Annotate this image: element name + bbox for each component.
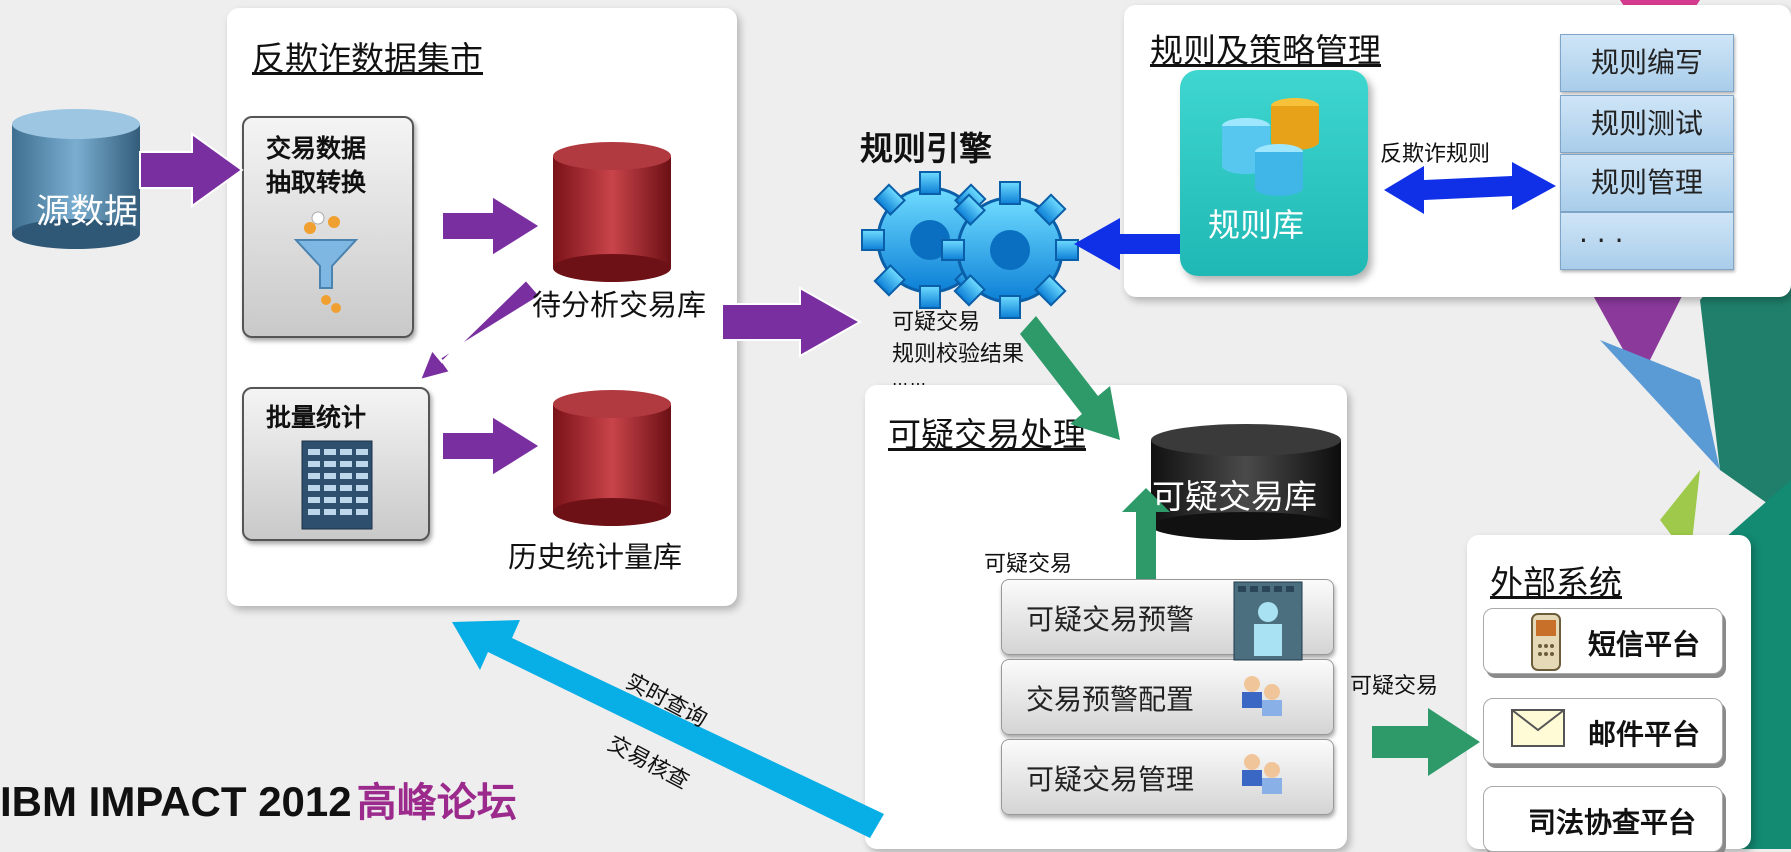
sms-platform-item[interactable]: 短信平台 xyxy=(1483,608,1723,674)
phone-icon-front xyxy=(1531,613,1561,671)
judicial-platform-item[interactable]: 司法协查平台 xyxy=(1483,786,1723,852)
engine-output-line3: …… xyxy=(892,370,928,389)
engine-output-line2: 规则校验结果 xyxy=(892,342,1025,367)
pending-db-label: 待分析交易库 xyxy=(532,288,707,322)
batch-stats-label: 批量统计 xyxy=(266,403,367,432)
source-db-label: 源数据 xyxy=(36,192,138,232)
footer-forum: 高峰论坛 xyxy=(356,780,517,826)
rule-more-button[interactable]: · · · xyxy=(1560,212,1734,270)
alert-config-label: 交易预警配置 xyxy=(1026,683,1195,716)
suspicious-db-icon xyxy=(1151,424,1341,540)
purple-arrows xyxy=(139,132,863,478)
blue-arrows xyxy=(1074,162,1556,270)
batch-stats-box[interactable]: 批量统计 xyxy=(242,387,430,541)
extract-line2: 抽取转换 xyxy=(266,168,367,197)
rule-library-label: 规则库 xyxy=(1208,206,1305,244)
extract-transform-box[interactable]: 交易数据 抽取转换 xyxy=(242,116,414,338)
rule-write-button[interactable]: 规则编写 xyxy=(1560,34,1734,92)
engine-output-line1: 可疑交易 xyxy=(892,310,981,335)
users-icon-1-front xyxy=(1242,676,1282,716)
history-db-label: 历史统计量库 xyxy=(508,540,683,574)
external-title: 外部系统 xyxy=(1490,563,1622,602)
suspicious-title: 可疑交易处理 xyxy=(888,415,1086,454)
gears-icon xyxy=(861,171,1079,319)
suspicious-db-label: 可疑交易库 xyxy=(1152,477,1317,516)
suspicious-manage-item[interactable]: 可疑交易管理 xyxy=(1001,739,1334,815)
sms-platform-label: 短信平台 xyxy=(1588,628,1701,661)
datamart-title: 反欺诈数据集市 xyxy=(252,39,483,78)
external-arrow-label: 可疑交易 xyxy=(1350,674,1439,699)
rule-test-button[interactable]: 规则测试 xyxy=(1560,95,1734,153)
users-icon-2-front xyxy=(1242,754,1282,794)
green-arrows xyxy=(1020,316,1480,776)
suspicious-arrow-label: 可疑交易 xyxy=(984,552,1073,577)
rule-engine-title: 规则引擎 xyxy=(860,129,992,168)
extract-line1: 交易数据 xyxy=(266,134,367,163)
anti-fraud-rule-label: 反欺诈规则 xyxy=(1380,142,1491,167)
funnel-icon xyxy=(293,211,359,313)
rule-mgmt-title: 规则及策略管理 xyxy=(1150,31,1381,70)
realtime-query-arrow xyxy=(452,620,884,838)
rule-manage-button[interactable]: 规则管理 xyxy=(1560,154,1734,212)
history-db-icon xyxy=(553,390,671,526)
mail-platform-label: 邮件平台 xyxy=(1588,718,1701,751)
footer-ibm: IBM IMPACT 2012 xyxy=(0,778,352,825)
suspicious-manage-label: 可疑交易管理 xyxy=(1026,763,1195,796)
mail-icon-front xyxy=(1511,709,1565,747)
judicial-platform-label: 司法协查平台 xyxy=(1528,806,1697,839)
person-screen-icon-front xyxy=(1233,581,1303,661)
spreadsheet-icon xyxy=(301,440,373,530)
suspicious-alert-label: 可疑交易预警 xyxy=(1026,603,1195,636)
source-db-icon xyxy=(12,109,140,249)
pending-db-icon xyxy=(553,142,671,282)
footer-brand: IBM IMPACT 2012 高峰论坛 xyxy=(0,770,517,828)
alert-config-item[interactable]: 交易预警配置 xyxy=(1001,659,1334,735)
